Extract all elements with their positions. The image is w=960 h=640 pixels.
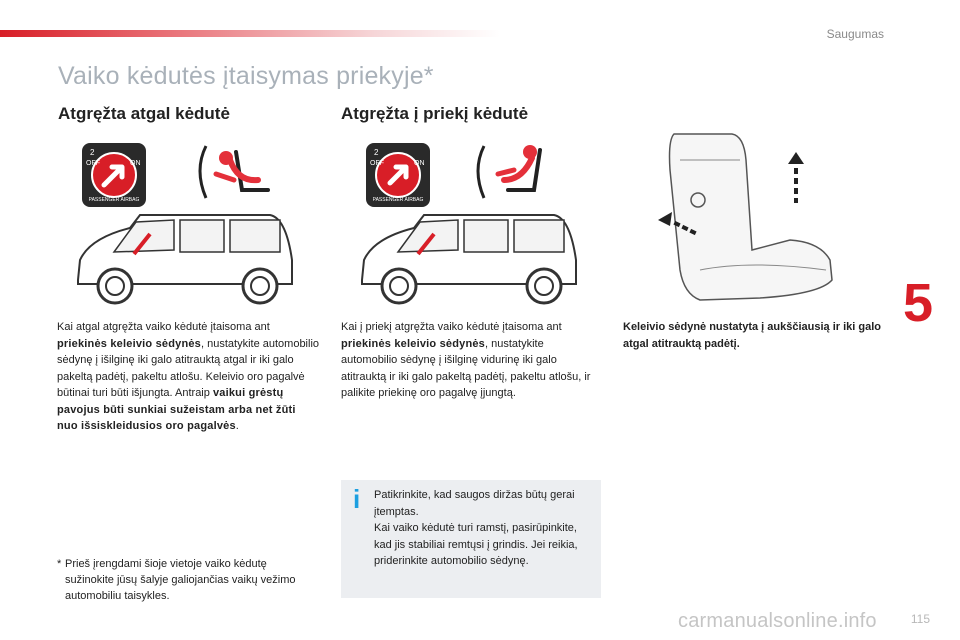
van-illustration-rear-section xyxy=(77,214,293,305)
airbag-number: 2 xyxy=(90,148,95,157)
top-accent-bar xyxy=(0,30,500,37)
info-text: Patikrinkite, kad saugos diržas būtų ger… xyxy=(374,489,578,567)
airbag-switch-on-illustration: OFF ON 2 PASSENGER AIRBAG xyxy=(366,143,430,207)
airbag-switch-label-front: PASSENGER AIRBAG xyxy=(373,197,424,203)
chapter-number: 5 xyxy=(903,273,934,333)
footnote: * Prieš įrengdami šioje vietoje vaiko kė… xyxy=(57,556,317,604)
section-label: Saugumas xyxy=(826,27,884,41)
page-title: Vaiko kėdutės įtaisymas priekyje* xyxy=(58,62,434,90)
footnote-text: Prieš įrengdami šioje vietoje vaiko kėdu… xyxy=(65,558,296,602)
heading-forward-facing: Atgręžta į priekį kėdutė xyxy=(341,104,529,123)
airbag-number-front: 2 xyxy=(374,148,379,157)
airbag-off-label-front: OFF xyxy=(370,160,384,167)
heading-rear-facing: Atgręžta atgal kėdutė xyxy=(58,104,230,123)
airbag-on-label: ON xyxy=(130,160,141,167)
seat-adjustment-illustration xyxy=(658,133,833,301)
rear-facing-instructions: Kai atgal atgręžta vaiko kėdutė įtaisoma… xyxy=(57,321,320,432)
page-number: 115 xyxy=(910,612,930,626)
airbag-switch-off-illustration: OFF ON 2 PASSENGER AIRBAG xyxy=(82,143,146,207)
forward-facing-instructions: Kai į priekį atgręžta vaiko kėdutė įtais… xyxy=(341,321,591,399)
airbag-on-label-front: ON xyxy=(414,160,425,167)
forward-facing-seat-icon xyxy=(476,145,542,199)
watermark: carmanualsonline.info xyxy=(678,610,877,632)
rear-facing-seat-icon xyxy=(198,145,270,199)
airbag-switch-label: PASSENGER AIRBAG xyxy=(89,197,140,203)
footnote-marker: * xyxy=(57,558,62,570)
info-box: i Patikrinkite, kad saugos diržas būtų g… xyxy=(341,480,601,598)
info-icon: i xyxy=(353,484,361,514)
van-illustration-front-section xyxy=(361,214,577,305)
airbag-off-label: OFF xyxy=(86,160,100,167)
seat-position-caption: Keleivio sėdynė nustatyta į aukščiausią … xyxy=(623,321,881,350)
